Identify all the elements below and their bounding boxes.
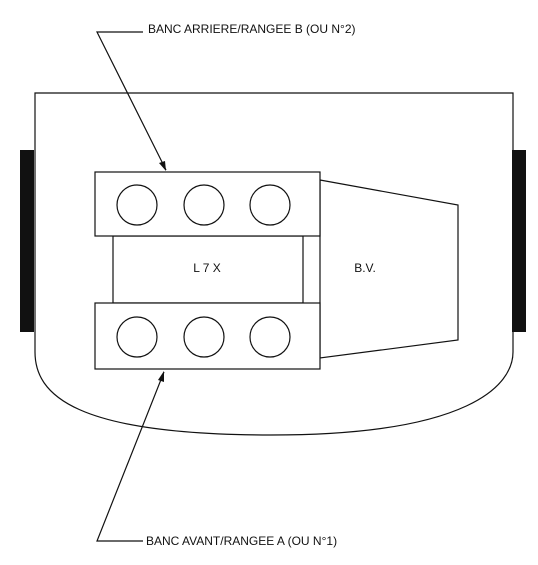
front-bank-leader-line [96,371,165,542]
front-bank-leader [96,371,165,542]
front-bank-label: BANC AVANT/RANGEE A (OU N°1) [146,534,337,548]
rear-bank-cylinder [116,184,158,226]
gearbox-label: B.V. [354,261,376,275]
left-side-bar [20,150,34,332]
right-side-bar [512,150,526,332]
front-bank-cylinder [249,316,291,358]
vehicle-body-outline [34,92,514,436]
front-bank [94,302,321,370]
rear-bank [94,171,321,237]
front-bank-cylinder [116,316,158,358]
rear-bank-label: BANC ARRIERE/RANGEE B (OU N°2) [148,22,356,36]
rear-bank-arrowhead [159,161,166,171]
gearbox-outline [319,179,459,359]
rear-bank-cylinder [183,184,225,226]
engine-label: L 7 X [193,261,221,275]
front-bank-arrowhead [158,371,164,382]
front-bank-cylinder [183,316,225,358]
rear-bank-leader-line [96,31,167,171]
rear-bank-cylinder [249,184,291,226]
rear-bank-leader [96,31,167,171]
